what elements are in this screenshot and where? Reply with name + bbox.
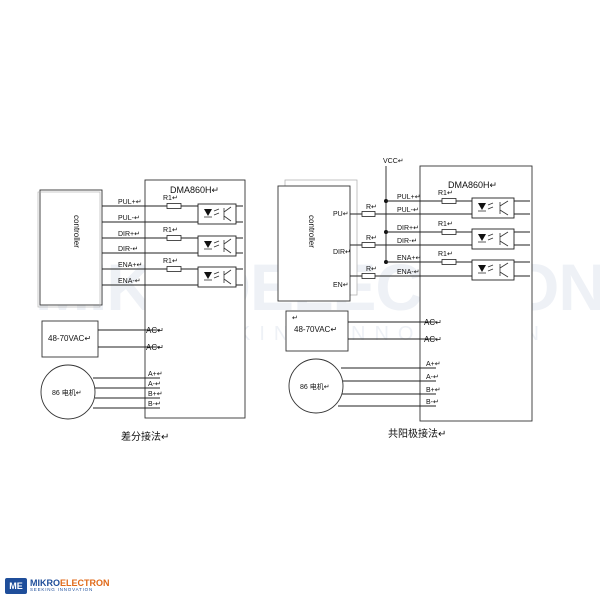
left-ac-1: AC↵: [146, 326, 164, 335]
right-optocoupler: [471, 197, 515, 219]
right-pin-dir-plus: DIR+↵: [397, 225, 419, 232]
right-controller-box: [277, 185, 351, 302]
right-ctrl-pin-dir: DIR↵: [333, 249, 351, 256]
left-ac-2: AC↵: [146, 343, 164, 352]
left-power-box: [41, 320, 99, 358]
right-ctrl-resistor-label: R↵: [366, 266, 377, 273]
right-resistor: [441, 229, 457, 235]
brand-logo: ME MIKROELECTRON SEEKING INNOVATION: [5, 577, 110, 595]
left-pin-pul-minus: PUL-↵: [118, 215, 140, 222]
right-resistor: [441, 259, 457, 265]
right-pin-pul-plus: PUL+↵: [397, 194, 421, 201]
left-pin-pul-plus: PUL+↵: [118, 199, 142, 206]
left-pin-dir-minus: DIR-↵: [118, 246, 138, 253]
right-ac-2: AC↵: [424, 335, 442, 344]
left-optocoupler: [197, 266, 237, 288]
right-ctrl-resistor-label: R↵: [366, 204, 377, 211]
right-caption: 共阳极接法↵: [388, 427, 446, 440]
left-diagram: controller DMA860H↵ PUL+↵ PUL-↵ DIR+↵ DI…: [37, 179, 246, 443]
logo-name-a: MIKRO: [30, 578, 60, 589]
right-pin-dir-minus: DIR-↵: [397, 238, 417, 245]
logo-mark: ME: [5, 578, 27, 594]
left-caption: 差分接法↵: [121, 430, 169, 443]
left-phase-a-plus: A+↵: [148, 371, 163, 378]
right-driver-title: DMA860H↵: [448, 180, 497, 190]
left-pin-ena-minus: ENA-↵: [118, 278, 141, 285]
right-resistor-label: R1↵: [438, 251, 453, 258]
right-motor-label: 86 电机↵: [300, 382, 330, 391]
right-ctrl-pin-pu: PU↵: [333, 211, 349, 218]
right-phase-a-minus: A-↵: [426, 374, 439, 381]
right-ctrl-resistor-label: R↵: [366, 235, 377, 242]
left-resistor: [166, 203, 182, 209]
right-phase-a-plus: A+↵: [426, 361, 441, 368]
right-optocoupler: [471, 228, 515, 250]
right-ac-1: AC↵: [424, 318, 442, 327]
left-optocoupler: [197, 203, 237, 225]
right-ctrl-resistor: [361, 211, 376, 217]
left-phase-a-minus: A-↵: [148, 381, 161, 388]
left-power-label: 48-70VAC↵: [48, 334, 91, 343]
right-ctrl-resistor: [361, 273, 376, 279]
right-resistor-label: R1↵: [438, 190, 453, 197]
left-controller-shadow: [37, 191, 101, 308]
left-resistor: [166, 266, 182, 272]
right-motor-circle: [288, 358, 344, 414]
right-power-box: [285, 310, 349, 352]
logo-name: MIKROELECTRON: [30, 579, 110, 588]
right-optocoupler: [471, 259, 515, 281]
right-power-mark: ↵: [292, 315, 298, 322]
left-phase-b-minus: B-↵: [148, 401, 161, 408]
right-phase-b-minus: B-↵: [426, 399, 439, 406]
left-motor-circle: [40, 364, 96, 420]
left-pin-dir-plus: DIR+↵: [118, 231, 140, 238]
left-pin-ena-plus: ENA+↵: [118, 262, 142, 269]
left-driver-title: DMA860H↵: [170, 185, 219, 195]
right-power-label: 48-70VAC↵: [294, 325, 337, 334]
left-resistor-label: R1↵: [163, 227, 178, 234]
right-vcc-label: VCC↵: [383, 158, 404, 165]
right-ctrl-pin-en: EN↵: [333, 282, 349, 289]
right-diagram: controller VCC↵ DMA860H↵ PUL+↵ PUL-↵ DIR…: [277, 158, 533, 440]
right-pin-ena-plus: ENA+↵: [397, 255, 421, 262]
right-resistor-label: R1↵: [438, 221, 453, 228]
left-resistor: [166, 235, 182, 241]
logo-name-b: ELECTRON: [60, 578, 110, 589]
left-phase-b-plus: B+↵: [148, 391, 163, 398]
logo-tagline: SEEKING INNOVATION: [30, 587, 93, 593]
right-controller-label: controller: [307, 215, 316, 248]
left-controller-label: controller: [72, 215, 81, 248]
right-pin-pul-minus: PUL-↵: [397, 207, 419, 214]
logo-text: MIKROELECTRON SEEKING INNOVATION: [30, 579, 110, 593]
left-optocoupler: [197, 235, 237, 257]
right-phase-b-plus: B+↵: [426, 387, 441, 394]
right-ctrl-resistor: [361, 242, 376, 248]
left-motor-label: 86 电机↵: [52, 388, 82, 397]
left-controller-box: [39, 189, 103, 306]
left-resistor-label: R1↵: [163, 258, 178, 265]
right-pin-ena-minus: ENA-↵: [397, 269, 420, 276]
left-resistor-label: R1↵: [163, 195, 178, 202]
right-resistor: [441, 198, 457, 204]
